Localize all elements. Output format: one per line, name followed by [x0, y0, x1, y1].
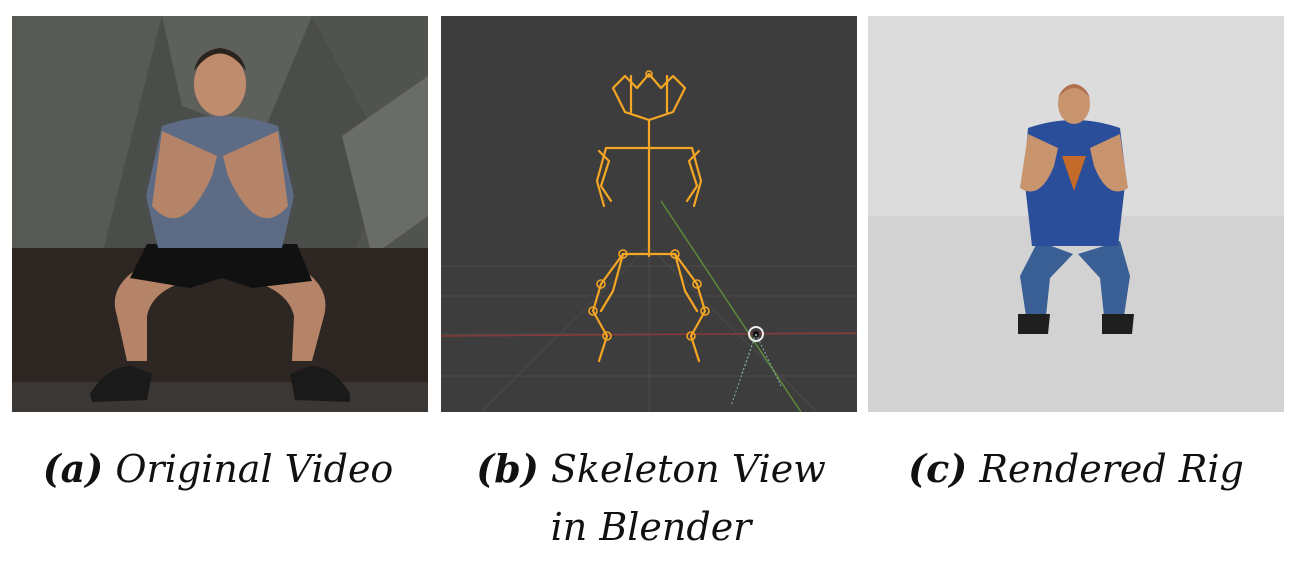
rendered-rig-image	[868, 16, 1284, 412]
caption-tag-b: (b)	[476, 446, 539, 491]
caption-text-c: Rendered Rig	[979, 447, 1244, 491]
original-video-image	[12, 16, 428, 412]
caption-tag-c: (c)	[908, 446, 968, 491]
caption-text-a: Original Video	[115, 447, 394, 491]
armature	[591, 72, 707, 363]
caption-text-b-line1: Skeleton View	[550, 447, 826, 491]
caption-rendered-rig: (c) Rendered Rig	[868, 440, 1284, 498]
blender-skeleton-image	[441, 16, 857, 412]
skeleton-view	[441, 16, 857, 412]
caption-tag-a: (a)	[42, 446, 104, 491]
caption-skeleton-view: (b) Skeleton View in Blender	[446, 440, 856, 556]
caption-text-b-line2: in Blender	[550, 505, 752, 549]
rendered-character	[868, 16, 1284, 412]
squat-photo	[12, 16, 428, 412]
caption-original-video: (a) Original Video	[4, 440, 432, 498]
